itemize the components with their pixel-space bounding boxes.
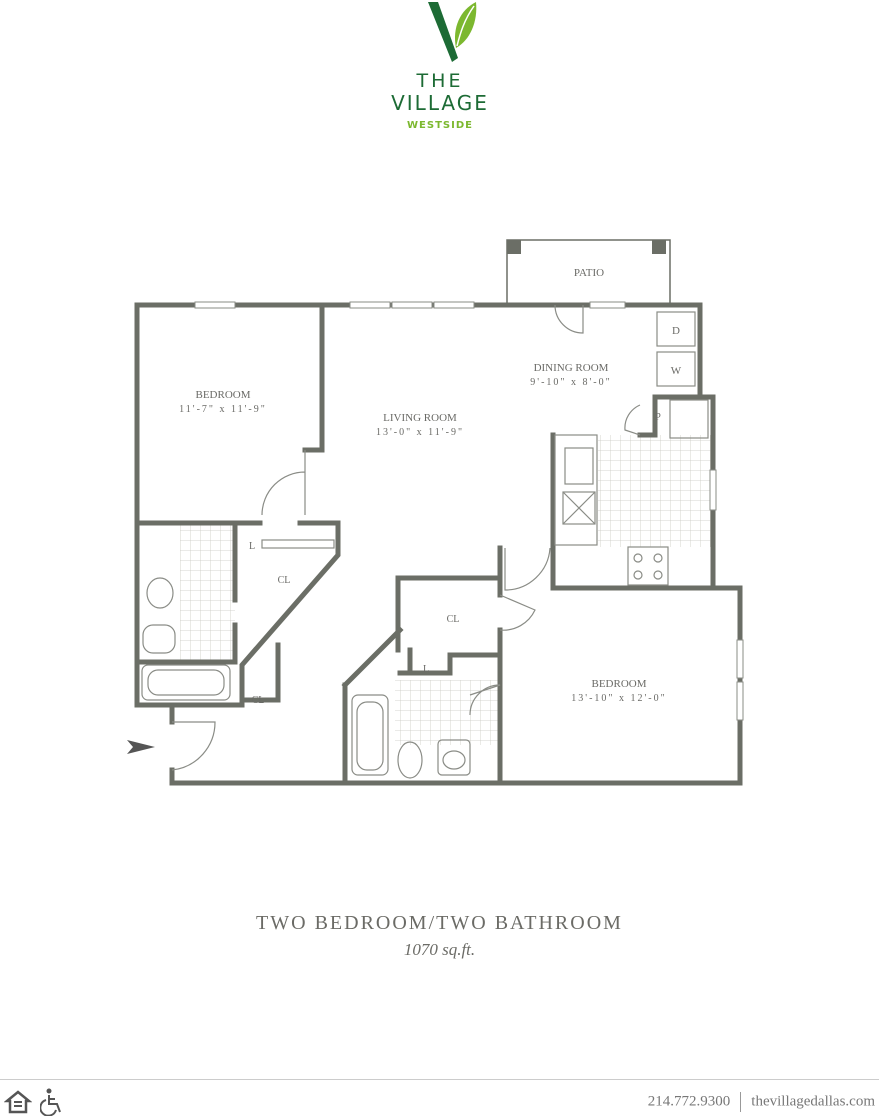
plan-title: TWO BEDROOM/TWO BATHROOM bbox=[256, 912, 623, 934]
sink1 bbox=[146, 577, 174, 609]
windows bbox=[194, 301, 744, 721]
contact-info: 214.772.9300 thevillagedallas.com bbox=[648, 1092, 875, 1112]
shelf-cl bbox=[261, 539, 335, 549]
toilet1 bbox=[142, 624, 176, 654]
washer bbox=[656, 351, 696, 387]
linen2-label: L bbox=[423, 664, 429, 675]
living-dims: 13'-0" x 11'-9" bbox=[376, 427, 464, 438]
sink2 bbox=[437, 739, 471, 776]
patio bbox=[506, 239, 671, 305]
tub1 bbox=[141, 664, 231, 701]
phone-number[interactable]: 214.772.9300 bbox=[647, 1093, 731, 1110]
wheelchair-accessible-icon bbox=[40, 1088, 61, 1116]
closet1-label: CL bbox=[278, 575, 291, 586]
dining-label: DINING ROOM bbox=[534, 362, 609, 374]
range bbox=[627, 546, 669, 586]
walls bbox=[134, 302, 743, 786]
leaf-v-logo-icon bbox=[428, 2, 477, 62]
brand-the: THE bbox=[416, 70, 464, 92]
separator bbox=[740, 1092, 742, 1112]
bedroom1-label: BEDROOM bbox=[195, 389, 250, 401]
dryer-label: D bbox=[672, 325, 680, 337]
dishwasher bbox=[562, 491, 596, 525]
brand-village: VILLAGE bbox=[391, 91, 489, 115]
bath1-tile bbox=[180, 525, 235, 660]
kitchen-tile bbox=[598, 435, 711, 547]
tub2 bbox=[351, 694, 389, 776]
pantry-label: P bbox=[655, 412, 661, 423]
fridge bbox=[669, 399, 709, 439]
washer-label: W bbox=[671, 365, 682, 377]
brand-logo: THE VILLAGE WESTSIDE bbox=[370, 0, 510, 131]
closet3-label: CL bbox=[447, 614, 460, 625]
bedroom1-dims: 11'-7" x 11'-9" bbox=[179, 404, 267, 415]
living-label: LIVING ROOM bbox=[383, 412, 457, 424]
dryer bbox=[656, 311, 696, 347]
fixtures bbox=[141, 311, 709, 779]
closet2-label: CL bbox=[252, 695, 265, 706]
bedroom2-label: BEDROOM bbox=[591, 678, 646, 690]
footer-divider bbox=[0, 1079, 879, 1080]
brand-westside: WESTSIDE bbox=[407, 120, 473, 131]
counter bbox=[554, 434, 598, 546]
patio-label: PATIO bbox=[574, 267, 604, 279]
bedroom2-dims: 13'-10" x 12'-0" bbox=[571, 693, 666, 704]
entry-arrow-icon bbox=[127, 740, 155, 754]
sink bbox=[564, 447, 594, 485]
equal-housing-icon bbox=[4, 1090, 32, 1114]
linen1-label: L bbox=[249, 541, 255, 552]
toilet2 bbox=[397, 741, 423, 779]
dining-dims: 9'-10" x 8'-0" bbox=[530, 377, 611, 388]
website-link[interactable]: thevillagedallas.com bbox=[751, 1093, 875, 1110]
doors bbox=[171, 304, 641, 771]
plan-area: 1070 sq.ft. bbox=[403, 940, 476, 959]
